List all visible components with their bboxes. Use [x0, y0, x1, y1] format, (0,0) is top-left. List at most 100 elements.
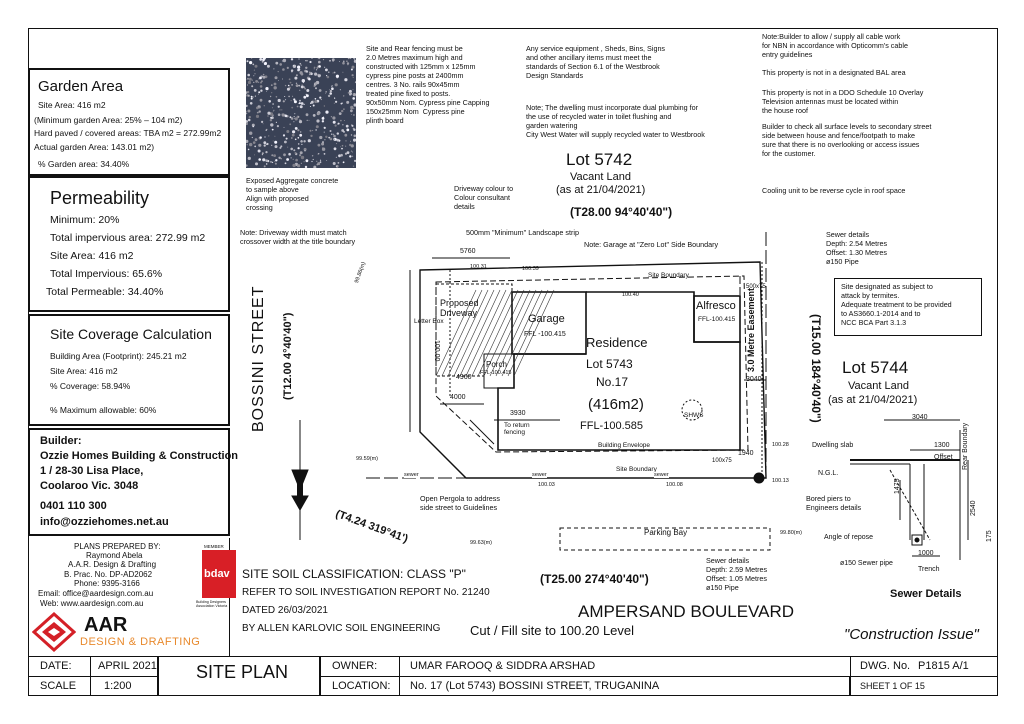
no-17-label: No.17 [596, 375, 629, 389]
equipment-note: Any service equipment , Sheds, Bins, Sig… [526, 44, 666, 80]
owner-label: OWNER: [332, 660, 378, 672]
garden-hard-paved: Hard paved / covered areas: TBA m2 = 272… [34, 128, 222, 138]
soil-line1: SITE SOIL CLASSIFICATION: CLASS "P" [242, 567, 466, 581]
bdav-sub: Building Designers Association Victoria [196, 600, 228, 609]
porch-ffl: FFL-100.415 [480, 370, 512, 376]
sewer-label-2: sewer [532, 472, 547, 479]
garden-title: Garden Area [38, 78, 124, 95]
lot-5742-vacant: Vacant Land [570, 171, 631, 183]
lvl-100-03: 100.03 [538, 482, 555, 488]
prepared-line7: Web: www.aardesign.com.au [40, 599, 144, 608]
builder-email: info@ozziehomes.net.au [40, 516, 169, 528]
sewer-detail-rear: Rear Boundary [962, 422, 969, 470]
alfresco-ffl: FFL-100.415 [698, 316, 736, 323]
aar-logo-sub: DESIGN & DRAFTING [80, 636, 201, 648]
bdav-text: bdav [204, 568, 230, 580]
lvl-100-31: 100.31 [470, 264, 487, 270]
soil-line4: BY ALLEN KARLOVIC SOIL ENGINEERING [242, 623, 441, 634]
aar-logo-icon [32, 612, 76, 652]
sewer-detail-trench: Trench [918, 566, 940, 573]
nbn-note: Note:Builder to allow / supply all cable… [762, 32, 908, 59]
alfresco-label: Alfresco [696, 300, 736, 312]
permeability-title: Permeability [50, 188, 150, 208]
sewer-detail-ngl: N.G.L. [818, 470, 839, 477]
levels-note: Builder to check all surface levels to s… [762, 122, 932, 158]
soil-line3: DATED 26/03/2021 [242, 605, 328, 616]
coverage-title: Site Coverage Calculation [50, 326, 212, 342]
aggregate-sample-image [246, 58, 356, 168]
prepared-line3: A.A.R. Design & Drafting [68, 560, 157, 569]
perm-total-permeable: Total Permeable: 34.40% [46, 286, 164, 298]
construction-issue: "Construction Issue" [844, 626, 979, 643]
lvl-100-28: 100.28 [772, 442, 789, 448]
dim-4000: 4000 [450, 394, 466, 401]
lot-5744-label: Lot 5744 [842, 358, 909, 377]
dim-3930: 3930 [510, 410, 526, 417]
residence-label: Residence [586, 335, 648, 350]
ddo-note: This property is not in a DDO Schedule 1… [762, 88, 924, 115]
dim-10000: 100.00 [433, 340, 440, 362]
builder-panel: Builder: Ozzie Homes Building & Construc… [28, 428, 238, 536]
bal-note: This property is not in a designated BAL… [762, 68, 906, 77]
site-plan-title: SITE PLAN [196, 662, 289, 682]
parking-bay [559, 527, 771, 551]
sewer-detail-angle: Angle of repose [824, 534, 874, 541]
sewer-detail-drawing [850, 419, 969, 560]
termite-note-box: Site designated as subject to attack by … [834, 278, 982, 336]
site-coverage-panel: Site Coverage Calculation Building Area … [28, 314, 230, 426]
sewer-detail-pipe: ø150 Sewer pipe [840, 560, 893, 567]
garden-actual: Actual garden Area: 143.01 m2) [34, 142, 155, 152]
aggregate-note: Exposed Aggregate concrete to sample abo… [246, 176, 339, 212]
lvl-100-39: 100.39 [522, 266, 539, 272]
aar-logo-text: AAR [84, 614, 128, 636]
cut-fill: Cut / Fill site to 100.20 Level [470, 623, 635, 638]
lvl-99-59: 99.59(m) [356, 456, 379, 462]
lvl-99-80: 99.80(m) [780, 530, 803, 536]
area-label: (416m2) [588, 396, 644, 413]
landscape-note: 500mm "Minimum" Landscape strip [466, 228, 579, 237]
perm-site-area: Site Area: 416 m2 [50, 250, 134, 262]
coverage-max: % Maximum allowable: 60% [50, 405, 157, 415]
sewer-detail-bored: Bored piers to Engineers details [806, 494, 862, 512]
lot-5743-label: Lot 5743 [586, 357, 633, 371]
bearing-right: (T15.00 184°40'40") [809, 314, 823, 423]
perm-total-impervious-area: Total impervious area: 272.99 m2 [50, 232, 206, 244]
site-boundary-bottom: Site Boundary [616, 466, 657, 473]
plumbing-note: Note; The dwelling must incorporate dual… [526, 103, 705, 139]
prepared-line2: Raymond Abela [86, 551, 143, 560]
prepared-line5: Phone: 9395-3166 [74, 579, 140, 588]
lot-5742-label: Lot 5742 [566, 150, 633, 169]
permeability-panel: Permeability Minimum: 20% Total impervio… [28, 176, 230, 312]
owner-value: UMAR FAROOQ & SIDDRA ARSHAD [410, 660, 596, 672]
garden-site-area: Site Area: 416 m2 [38, 100, 106, 110]
lvl-100-13: 100.13 [772, 478, 789, 484]
driveway-width-note: Note: Driveway width must match crossove… [240, 228, 356, 246]
dwg-value: P1815 A/1 [918, 660, 969, 672]
north-arrow-icon [291, 420, 309, 540]
perm-minimum: Minimum: 20% [50, 214, 120, 226]
dim-5760: 5760 [460, 248, 476, 255]
lvl-99-63: 99.63(m) [470, 540, 493, 546]
sewer-label-3: sewer [654, 472, 669, 479]
lot-5742-date: (as at 21/04/2021) [556, 184, 646, 196]
dim-1940: 1940 [738, 450, 754, 457]
builder-addr1: 1 / 28-30 Lisa Place, [40, 465, 144, 477]
date-value: APRIL 2021 [98, 660, 157, 672]
sewer-top-note: Sewer details Depth: 2.54 Metres Offset:… [826, 230, 888, 266]
title-block [28, 656, 998, 696]
fencing-note: Site and Rear fencing must be 2.0 Metres… [366, 44, 490, 125]
prepared-by-block: PLANS PREPARED BY: Raymond Abela A.A.R. … [28, 538, 236, 656]
driveway-outline [435, 283, 513, 377]
lot-5744-vacant: Vacant Land [848, 380, 909, 392]
builder-name: Ozzie Homes Building & Construction [40, 450, 239, 462]
prepared-line6: Email: office@aardesign.com.au [38, 589, 154, 598]
garage-label: Garage [528, 313, 565, 325]
site-boundary-top: Site Boundary [648, 272, 689, 279]
easement-label: 3.0 Metre Easement [746, 287, 756, 372]
coverage-site-area: Site Area: 416 m2 [50, 366, 118, 376]
termite-note: Site designated as subject to attack by … [841, 282, 952, 327]
sewer-detail-slab: Dwelling slab [812, 442, 854, 449]
dim-3040: 3040 [746, 376, 762, 383]
builder-phone: 0401 110 300 [40, 500, 107, 512]
